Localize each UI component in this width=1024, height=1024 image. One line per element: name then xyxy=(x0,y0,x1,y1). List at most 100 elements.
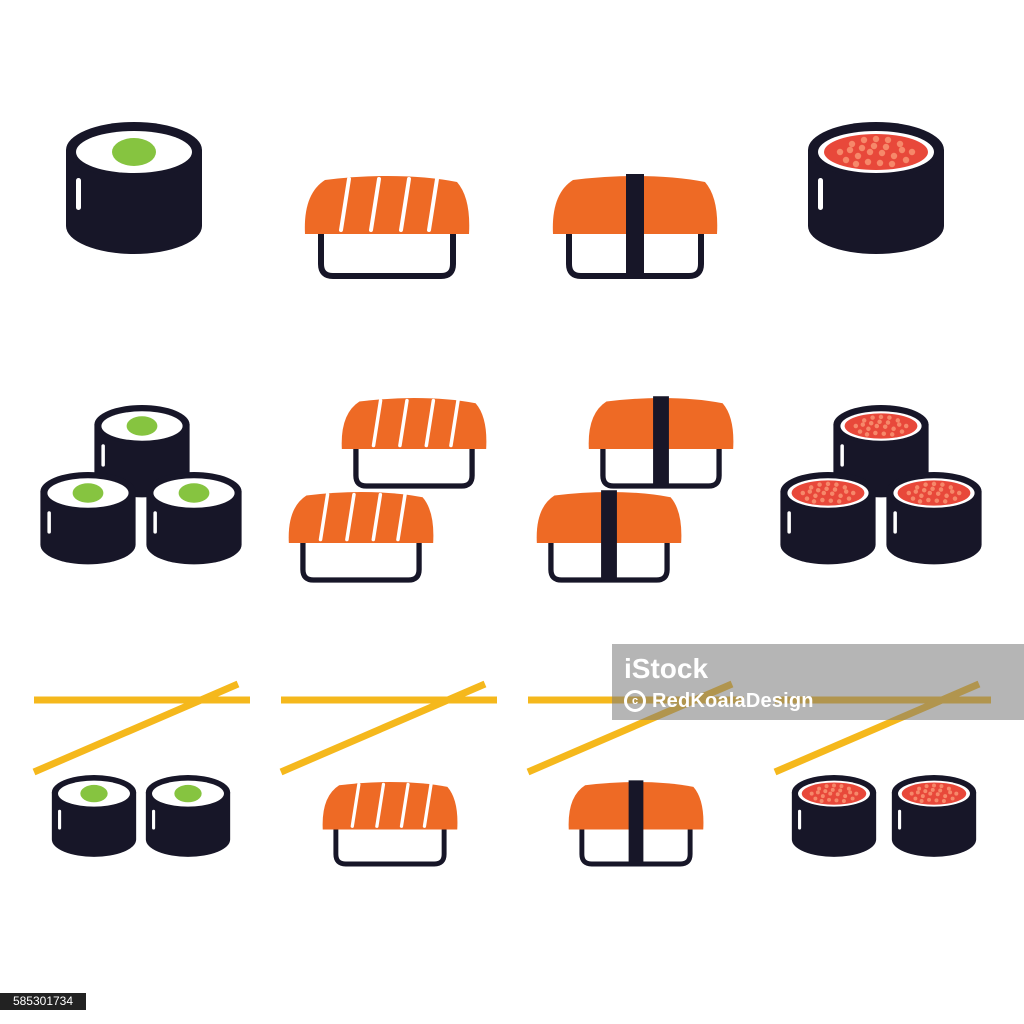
roe-egg xyxy=(898,146,906,154)
three-maki-rolls-icon xyxy=(40,405,242,565)
roll-body xyxy=(66,150,202,254)
roe-egg xyxy=(808,485,814,490)
roe-egg xyxy=(864,432,870,437)
nori-nigiri-icon xyxy=(552,174,718,279)
fish-stripe xyxy=(375,782,386,828)
roe-egg xyxy=(824,486,829,492)
roe-egg xyxy=(946,786,951,791)
fish-stripe xyxy=(371,492,383,542)
roll-highlight xyxy=(47,511,51,534)
roe-roll xyxy=(891,775,977,857)
roe-egg xyxy=(878,414,884,420)
watermark-credit: c RedKoalaDesign xyxy=(624,688,814,714)
fish-stripe xyxy=(345,492,356,542)
roe-egg xyxy=(940,482,945,487)
roe-egg xyxy=(887,415,892,420)
roe-egg xyxy=(811,499,817,504)
roe-egg xyxy=(839,784,844,789)
roe-egg xyxy=(838,788,843,793)
roe-egg xyxy=(815,487,821,493)
nigiri-chopsticks-icon xyxy=(279,680,497,867)
roll-highlight xyxy=(153,511,157,534)
chopstick-diagonal xyxy=(32,680,240,776)
roll-highlight xyxy=(787,511,791,534)
roe-roll xyxy=(808,122,944,254)
fish-stripe xyxy=(399,177,411,232)
roe-egg xyxy=(938,487,944,492)
roe-egg xyxy=(853,423,859,429)
salmon-nigiri xyxy=(304,176,470,279)
roe-egg xyxy=(858,144,866,152)
roll-body xyxy=(40,491,136,565)
roe-egg xyxy=(921,487,927,493)
roe-egg xyxy=(866,426,871,432)
roe-egg xyxy=(934,798,939,803)
roe-egg xyxy=(944,493,949,499)
two-nori-nigiri-icon xyxy=(536,396,734,583)
roe-egg xyxy=(899,429,905,434)
wasabi-filling xyxy=(72,483,104,503)
three-roe-rolls-icon xyxy=(780,405,982,565)
roe-egg xyxy=(942,499,948,504)
roe-egg xyxy=(813,796,818,801)
roe-egg xyxy=(841,799,846,804)
roe-egg xyxy=(827,797,832,802)
roe-egg xyxy=(952,496,958,501)
roe-roll xyxy=(886,472,982,565)
roe-egg xyxy=(910,496,916,501)
roe-egg xyxy=(842,485,848,490)
roll-body xyxy=(51,792,137,857)
roe-egg xyxy=(820,497,825,503)
roe-egg xyxy=(932,783,936,788)
rice-base xyxy=(318,216,456,279)
roll-highlight xyxy=(58,809,62,830)
maki-roll xyxy=(145,775,231,857)
roe-egg xyxy=(948,485,954,490)
maki-roll-icon xyxy=(66,122,202,254)
svg-text:iStock: iStock xyxy=(624,654,708,682)
roe-egg xyxy=(882,143,890,151)
roe-egg xyxy=(842,156,850,164)
roll-body xyxy=(808,150,944,254)
roe-egg xyxy=(920,794,925,799)
roe-egg xyxy=(828,791,833,796)
chopstick-diagonal xyxy=(279,680,487,776)
roe-egg xyxy=(819,799,824,804)
chopsticks xyxy=(279,680,497,776)
roe-egg xyxy=(943,794,948,799)
roe-egg xyxy=(872,135,880,143)
roe-egg xyxy=(823,789,828,794)
roe-roll xyxy=(791,775,877,857)
credit-icon: c xyxy=(624,690,646,712)
roe-egg xyxy=(908,148,916,156)
roe-egg xyxy=(807,489,813,494)
row-2 xyxy=(40,396,982,583)
roe-egg xyxy=(824,784,829,789)
fish-stripe xyxy=(398,398,409,448)
roe-egg xyxy=(846,146,854,154)
roe-egg xyxy=(903,423,909,429)
stock-id-label: 585301734 xyxy=(0,993,86,1010)
roe-egg xyxy=(876,159,884,167)
fish-stripe xyxy=(318,492,330,542)
wasabi-filling xyxy=(174,784,202,803)
roe-egg xyxy=(914,485,920,490)
roe-egg xyxy=(821,490,827,496)
roe-egg xyxy=(838,493,843,499)
roe-egg xyxy=(870,415,875,420)
roe-egg xyxy=(888,160,896,168)
roe-egg xyxy=(950,796,955,801)
roe-egg xyxy=(919,493,924,499)
roe-egg xyxy=(829,491,835,496)
nori-nigiri xyxy=(536,490,682,583)
fish-stripe xyxy=(350,782,361,828)
roe-egg xyxy=(923,789,928,794)
credit-text: RedKoalaDesign xyxy=(652,689,814,712)
fish-stripe xyxy=(424,398,436,448)
roll-body xyxy=(780,491,876,565)
roll-highlight xyxy=(101,444,105,467)
istock-watermark: iStock c RedKoalaDesign xyxy=(612,644,1024,720)
roe-egg xyxy=(874,423,880,429)
roe-egg xyxy=(868,420,874,426)
roe-egg xyxy=(891,426,896,432)
